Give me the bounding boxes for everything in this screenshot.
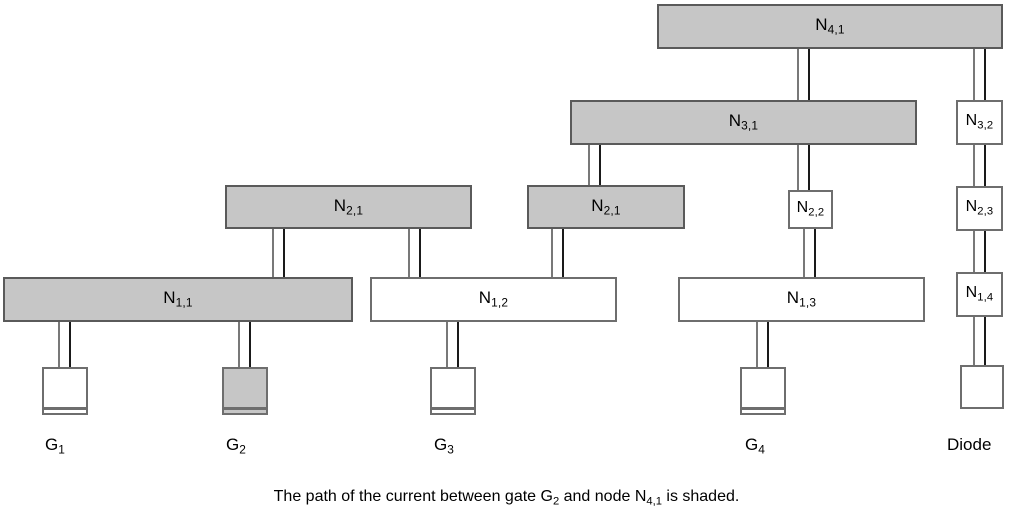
figure-caption: The path of the current between gate G2 …	[273, 488, 740, 508]
node-n12: N1,2	[370, 277, 617, 322]
connector-c_n41_n31	[797, 48, 810, 102]
gate-package-g1	[42, 367, 88, 415]
connector-c_n11_g1	[58, 320, 71, 369]
gate-package-gd	[960, 365, 1004, 409]
connector-c_n11_g2	[238, 320, 251, 369]
node-label: N2,1	[333, 195, 364, 218]
label-lbl_g3: G3	[434, 435, 454, 457]
node-label: N2,2	[796, 199, 825, 219]
connector-c_n23_n14	[973, 230, 986, 274]
node-label: N1,3	[786, 288, 817, 310]
node-n21b: N2,1	[527, 185, 685, 229]
connector-c_n21b_n12	[551, 228, 564, 279]
connector-c_n41_n32	[973, 48, 986, 102]
node-n41: N4,1	[657, 4, 1003, 49]
gate-package-g3	[430, 367, 476, 415]
node-n22: N2,2	[788, 190, 833, 229]
label-lbl_g2: G2	[226, 435, 246, 457]
node-n11: N1,1	[3, 277, 353, 322]
gate-pin-line	[42, 407, 88, 410]
label-lbl_g4: G4	[745, 435, 765, 457]
node-n23: N2,3	[956, 186, 1003, 231]
gate-package-g2	[222, 367, 268, 415]
node-n21a: N2,1	[225, 185, 472, 229]
connector-c_n14_gd	[973, 315, 986, 367]
connector-c_n12_g3	[446, 320, 459, 369]
node-label: N1,1	[163, 288, 193, 310]
node-n14: N1,4	[956, 272, 1003, 317]
gate-pin-line	[430, 407, 476, 410]
node-label: N1,4	[965, 284, 994, 304]
label-lbl_g1: G1	[45, 435, 65, 457]
node-n31: N3,1	[570, 100, 917, 145]
node-label: N1,2	[478, 288, 509, 310]
node-label: N2,1	[591, 195, 621, 218]
connector-c_n13_g4	[756, 320, 769, 369]
node-n13: N1,3	[678, 277, 925, 322]
node-label: N4,1	[815, 15, 845, 37]
gate-package-g4	[740, 367, 786, 415]
connector-c_n21a_n12	[408, 228, 421, 279]
label-lbl_gd: Diode	[947, 435, 992, 454]
connector-c_n31_n21b	[588, 144, 601, 187]
gate-pin-line	[740, 407, 786, 410]
node-n32: N3,2	[956, 100, 1003, 145]
node-label: N3,2	[965, 112, 994, 132]
node-label: N3,1	[728, 111, 759, 133]
connector-c_n21a_n11	[272, 228, 285, 279]
connector-c_n31_n22	[797, 144, 810, 191]
node-label: N2,3	[965, 198, 994, 218]
connector-c_n32_n23	[973, 144, 986, 188]
connector-c_n22_n13	[803, 228, 816, 279]
gate-pin-line	[222, 407, 268, 410]
